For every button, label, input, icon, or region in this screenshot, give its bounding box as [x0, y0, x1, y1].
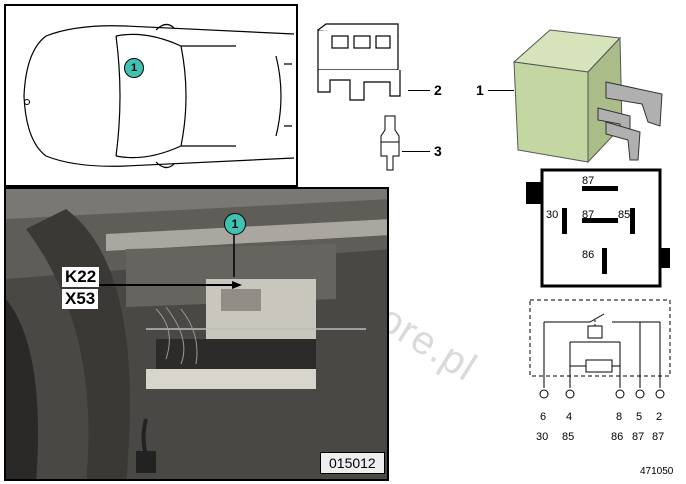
callout-number: 1: [130, 62, 138, 74]
pinout-center-87: 87: [582, 209, 595, 221]
location-callout-badge: 1: [124, 58, 144, 78]
photo-callout-number: 1: [231, 217, 239, 231]
item-label-2: 2: [434, 82, 442, 98]
schematic-pin-2: 2: [656, 411, 663, 423]
terminal-pin-drawing: [380, 115, 400, 171]
photo-reference-code: 015012: [320, 452, 385, 474]
connector-label-x53: X53: [62, 289, 99, 309]
schematic-terminal-87b: 87: [652, 431, 665, 443]
schematic-pin-6: 6: [540, 411, 547, 423]
relay-pinout-diagram: [526, 168, 670, 288]
connector-label-k22: K22: [62, 267, 100, 287]
item-label-1: 1: [476, 82, 484, 98]
leader-line-3: [402, 151, 430, 152]
relay-circuit-schematic: [529, 299, 671, 399]
leader-line-2: [408, 90, 430, 91]
photo-callout-badge: 1: [224, 213, 246, 235]
schematic-terminal-85: 85: [562, 431, 575, 443]
figure-number: 471050: [640, 466, 674, 477]
dashboard-underside-photo: [6, 189, 387, 479]
item-label-3: 3: [434, 143, 442, 159]
pinout-bottom-86: 86: [582, 249, 595, 261]
relay-socket-drawing: [317, 23, 401, 101]
car-outline: [23, 23, 295, 169]
schematic-pin-8: 8: [616, 411, 623, 423]
pinout-right-85: 85: [618, 209, 631, 221]
schematic-pin-4: 4: [566, 411, 573, 423]
installation-photo: K22 X53 1 015012: [4, 187, 389, 481]
car-location-panel: 1: [4, 4, 298, 187]
relay-drawing: [512, 29, 663, 164]
schematic-terminal-87a: 87: [632, 431, 645, 443]
leader-line-1: [488, 90, 514, 91]
pinout-top-87: 87: [582, 175, 595, 187]
schematic-pin-5: 5: [636, 411, 643, 423]
schematic-terminal-86: 86: [611, 431, 624, 443]
pinout-left-30: 30: [546, 209, 559, 221]
schematic-terminal-30: 30: [536, 431, 549, 443]
